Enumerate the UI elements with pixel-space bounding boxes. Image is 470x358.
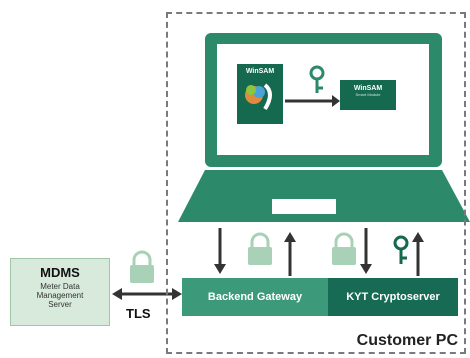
mdms-title: MDMS [40,265,80,280]
crypto-up-arrow [412,232,424,276]
key-icon-crypto [393,235,409,264]
winsam-app-tile: WinSAM [237,64,283,124]
padlock-icon-crypto [332,232,356,265]
winsam-app-title: WinSAM [245,68,275,75]
mdms-subtitle-line: Meter Data [40,282,80,291]
mdms-box: MDMS Meter Data Management Server [10,258,110,326]
customer-pc-boundary [166,12,466,354]
winsam-target-tile: WinSAM Smart Module [340,80,396,110]
laptop-touchpad [272,199,336,214]
winsam-target-title: WinSAM [353,85,383,92]
customer-pc-label: Customer PC [356,332,458,349]
backend-gateway-box: Backend Gateway [182,278,328,316]
laptop-keyboard-base [178,170,470,222]
mdms-subtitle: Meter Data Management Server [11,282,109,309]
winsam-logo-icon [245,83,272,111]
screen-arrow-head [332,95,340,107]
key-icon [309,65,325,93]
crypto-down-arrow [360,228,372,274]
mdms-subtitle-line: Management [36,291,84,300]
crypto-server-box: KYT Cryptoserver [328,278,458,316]
padlock-icon-tls [130,250,154,283]
gateway-up-arrow [284,232,296,276]
tls-double-arrow [112,288,182,300]
padlock-icon-gateway [248,232,272,265]
mdms-subtitle-line: Server [48,300,72,309]
gateway-down-arrow [214,228,226,274]
tls-label: TLS [126,306,151,321]
winsam-target-subtitle: Smart Module [355,92,381,97]
